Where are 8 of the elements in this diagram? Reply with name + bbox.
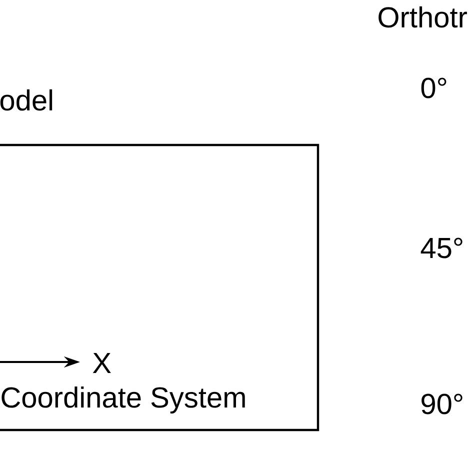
box-label: Coordinate System <box>2 386 245 414</box>
label: 90° <box>422 394 462 414</box>
label: 0° <box>421 78 446 98</box>
label: Orthotr <box>378 6 467 28</box>
label: 45° <box>420 238 462 258</box>
label: odel <box>0 89 52 111</box>
axis-label: X <box>92 353 111 373</box>
frame-box <box>0 144 320 432</box>
